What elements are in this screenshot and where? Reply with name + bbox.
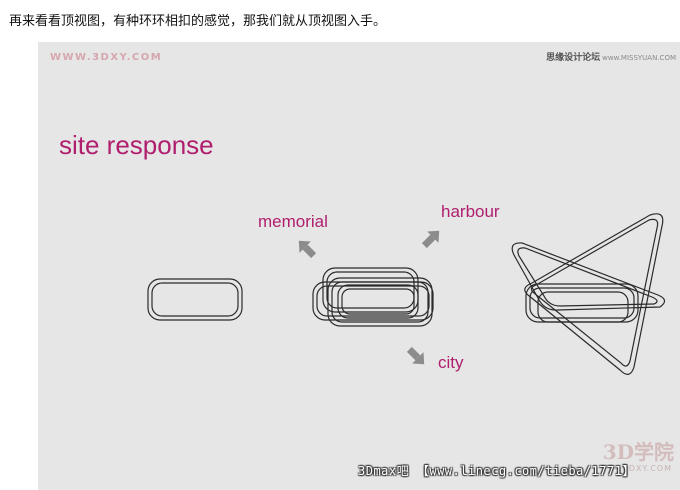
label-memorial: memorial <box>258 212 328 231</box>
triangle-loops-shape <box>511 213 666 375</box>
label-city: city <box>438 353 464 372</box>
footer-watermark-text: 3Dmax吧 【www.linecg.com/tieba/1771】 <box>358 464 635 478</box>
intro-paragraph: 再来看看顶视图，有种环环相扣的感觉，那我们就从顶视图入手。 <box>9 14 387 29</box>
forum-logo-url: www.MISSYUAN.COM <box>602 54 676 62</box>
arrow-up-left-icon <box>298 240 317 259</box>
interlocking-loops-shape <box>312 267 434 327</box>
label-harbour: harbour <box>441 202 500 221</box>
arrow-up-right-icon <box>421 230 440 249</box>
watermark-text: 3D学院 <box>602 440 674 464</box>
3dxy-watermark: 3D学院 3DXY.COM <box>564 434 674 484</box>
figure-title: site response <box>59 130 214 160</box>
site-logo-watermark: WWW.3DXY.COM <box>50 52 163 63</box>
single-loop-shape <box>147 278 243 321</box>
watermark-subtext: 3DXY.COM <box>622 464 672 473</box>
diagram-drawing <box>147 213 666 375</box>
arrow-down-right-icon <box>406 346 425 365</box>
forum-logo-name: 思缘设计论坛 <box>546 53 601 63</box>
